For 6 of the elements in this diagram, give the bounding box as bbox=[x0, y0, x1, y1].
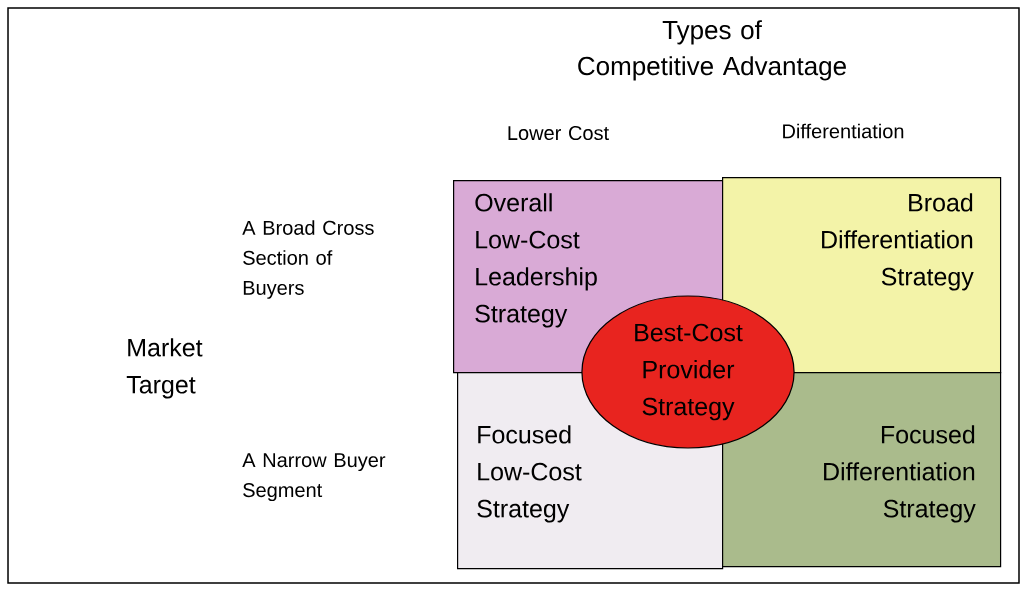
column-header: Differentiation bbox=[783, 123, 904, 139]
column-header: Lower Cost bbox=[508, 125, 609, 141]
row-header: A Narrow Buyer Segment bbox=[242, 453, 386, 502]
axis-title: Market Target bbox=[126, 338, 203, 399]
row-header: A Broad Cross Section of Buyers bbox=[242, 220, 374, 299]
axis-title: Types of Competitive Advantage bbox=[578, 20, 846, 81]
